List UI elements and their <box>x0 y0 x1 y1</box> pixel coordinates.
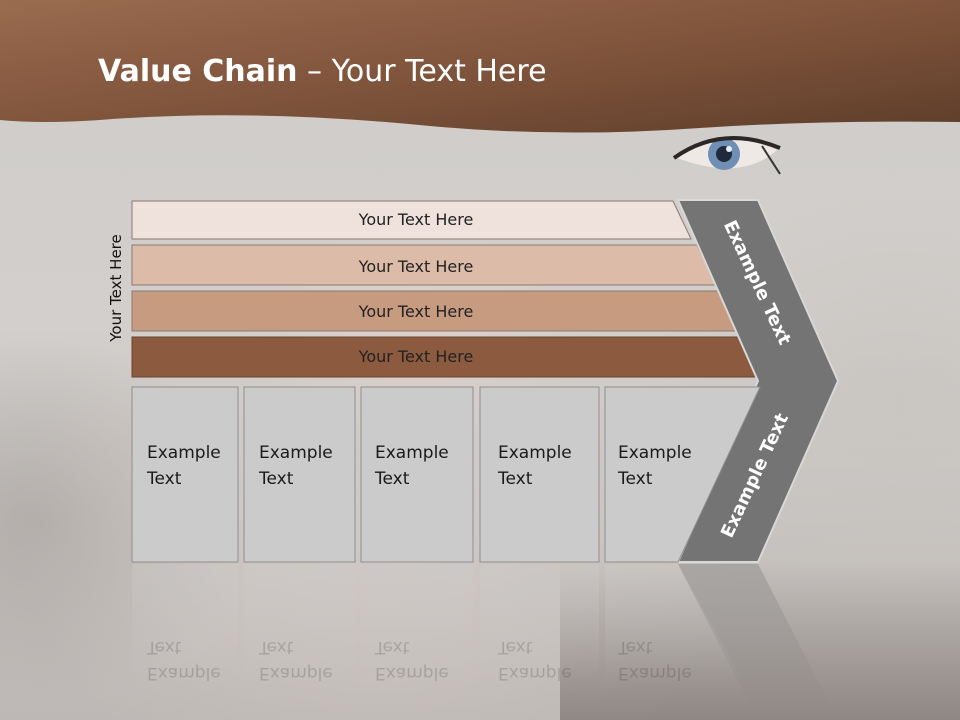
support-row-3-label: Your Text Here <box>358 302 474 321</box>
support-row-4-label: Your Text Here <box>358 347 474 366</box>
primary-column-1[interactable] <box>131 386 239 563</box>
support-row-2[interactable]: Your Text Here <box>131 244 717 286</box>
primary-column-4[interactable] <box>479 386 600 563</box>
primary-column-5[interactable] <box>604 386 761 563</box>
support-row-1-label: Your Text Here <box>358 210 474 229</box>
support-row-4[interactable]: Your Text Here <box>131 336 764 378</box>
support-row-1[interactable]: Your Text Here <box>131 200 692 240</box>
support-row-2-label: Your Text Here <box>358 257 474 276</box>
header-banner <box>0 0 960 133</box>
primary-column-2[interactable] <box>243 386 356 563</box>
eye-decoration <box>672 136 781 175</box>
support-row-3[interactable]: Your Text Here <box>131 290 741 332</box>
title-bold: Value Chain <box>98 54 298 89</box>
diagram-reflection <box>132 564 838 720</box>
title-rest: – Your Text Here <box>297 54 547 89</box>
slide-title[interactable]: Value Chain – Your Text Here <box>98 54 547 89</box>
primary-column-3[interactable] <box>360 386 474 563</box>
